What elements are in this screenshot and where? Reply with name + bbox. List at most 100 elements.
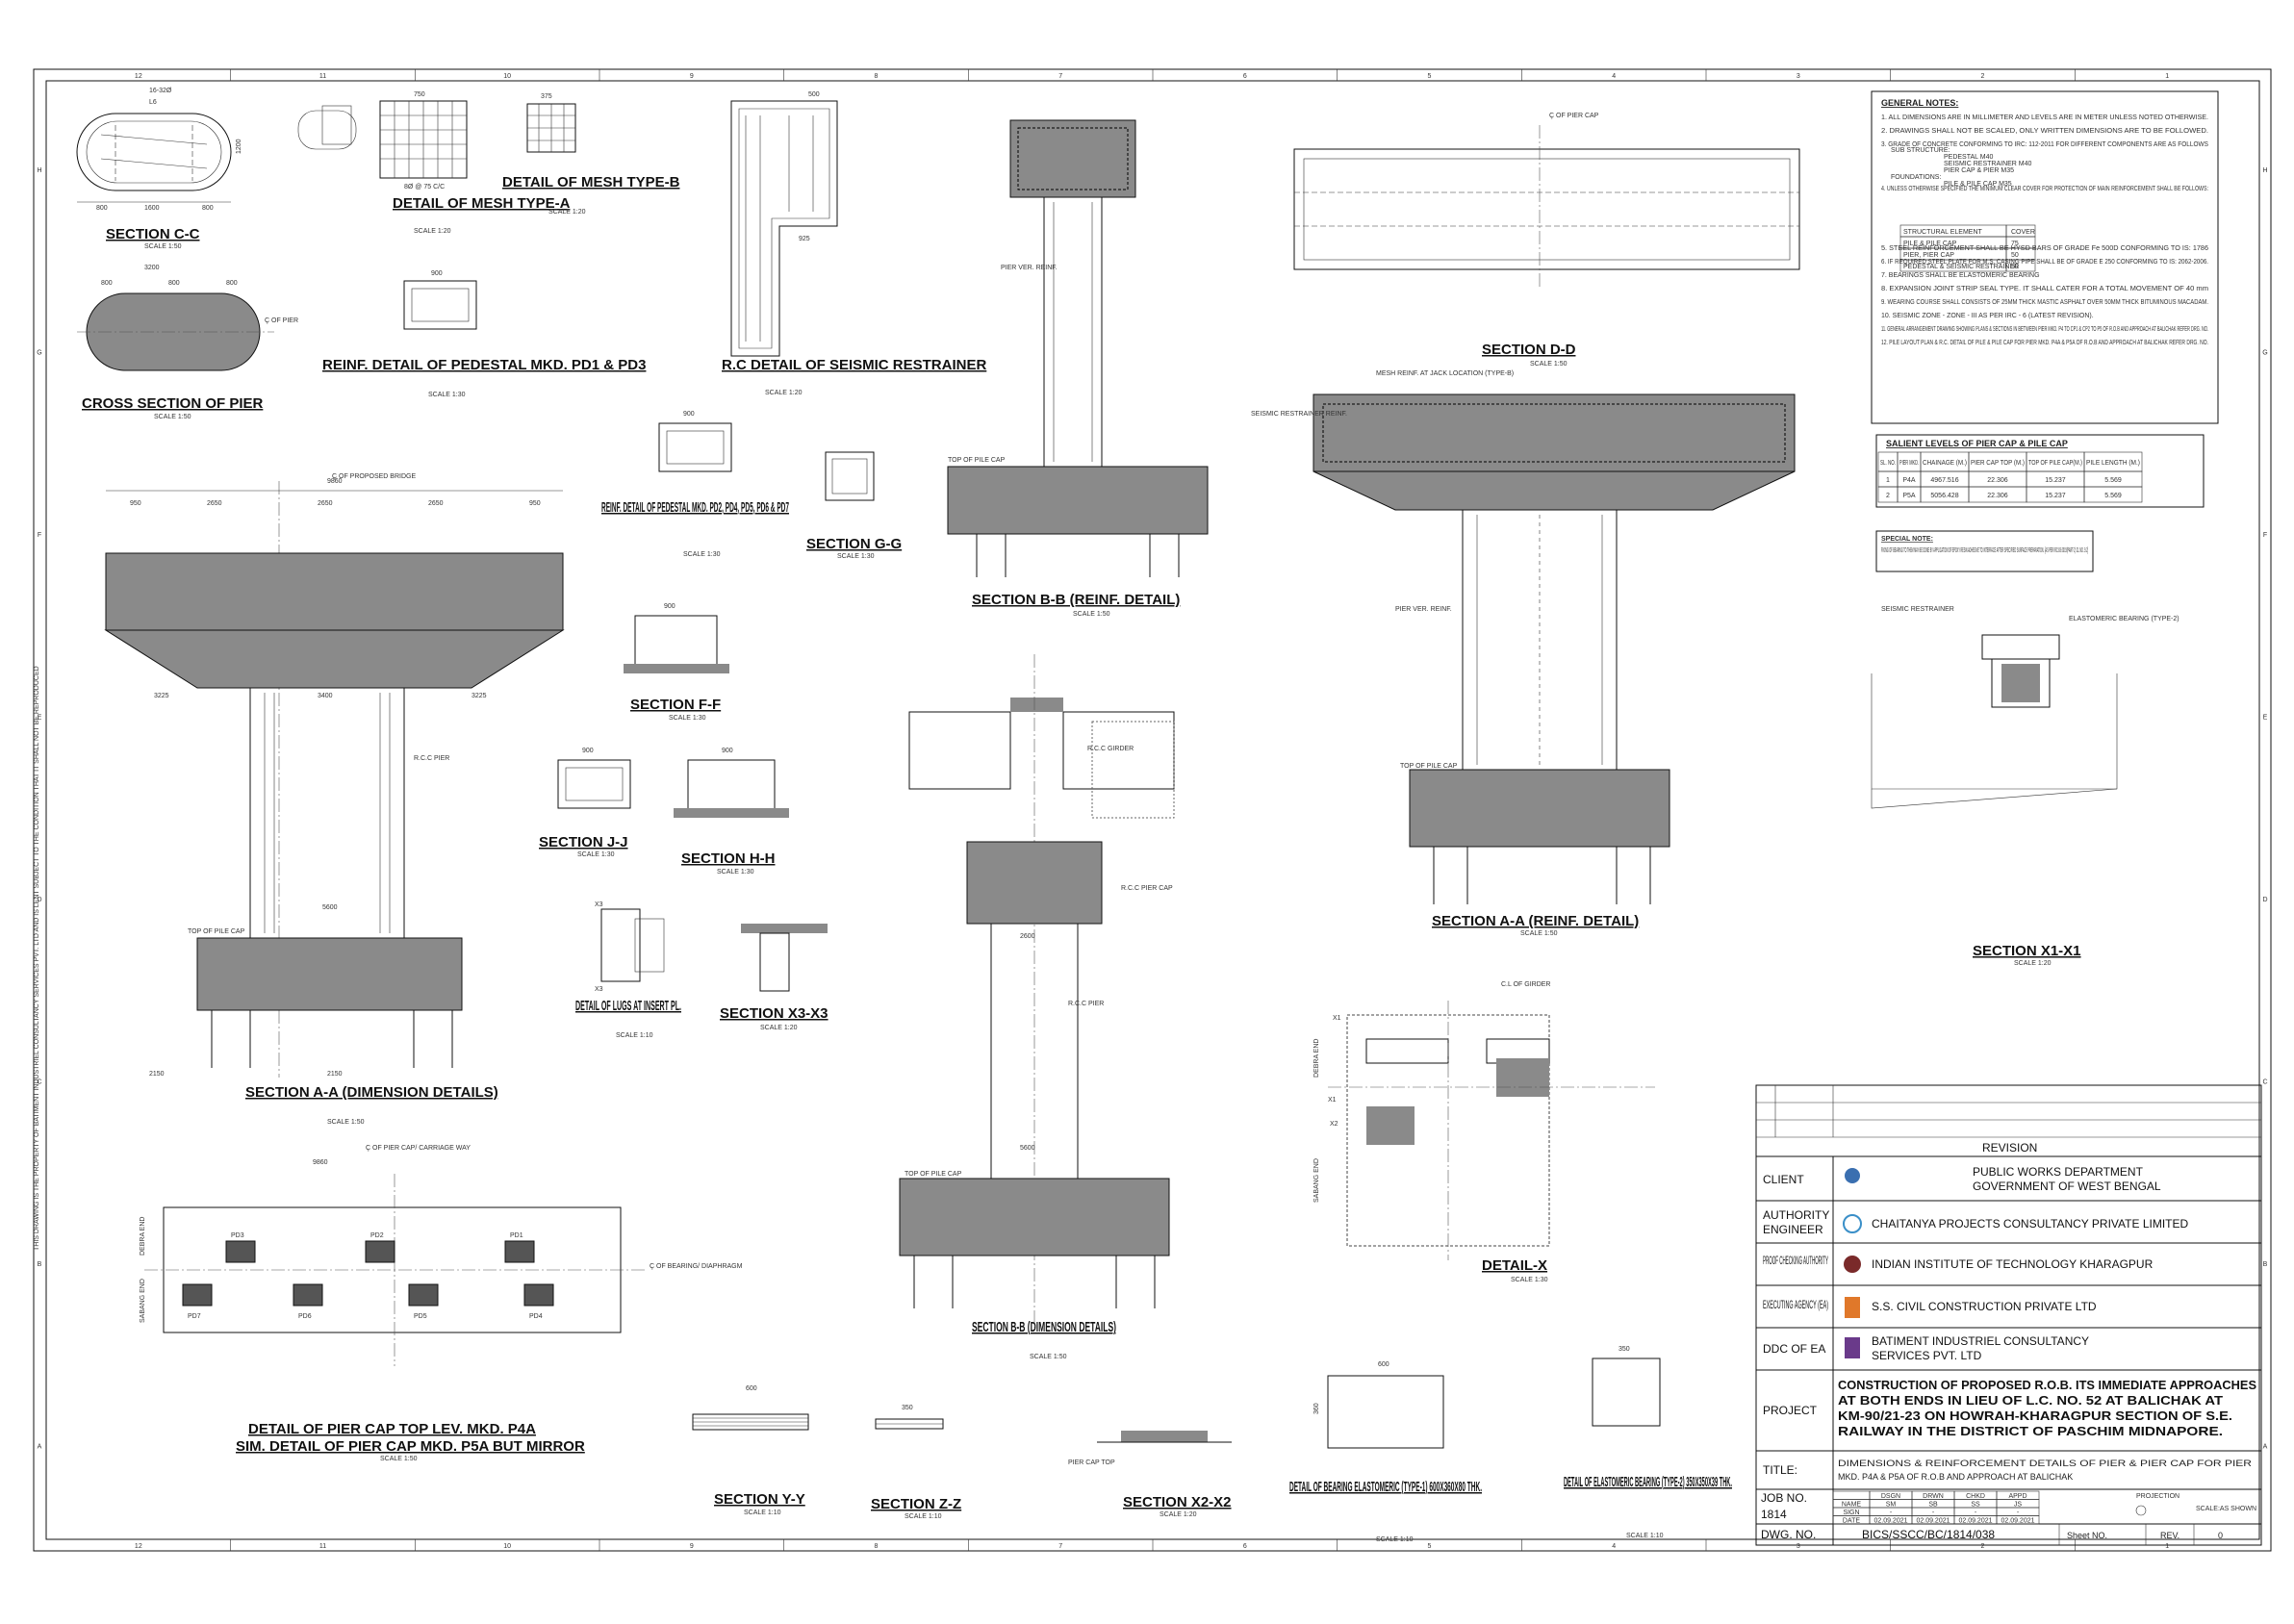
proof-value: INDIAN INSTITUTE OF TECHNOLOGY KHARAGPUR <box>1872 1257 2154 1271</box>
x2-scale: SCALE 1:20 <box>1160 1511 1197 1518</box>
mesh-a-dim-750: 750 <box>414 91 425 98</box>
pier-dim-3200: 3200 <box>144 265 160 271</box>
lugs-x3b: X3 <box>595 986 603 993</box>
grid-col-label-bottom: 9 <box>690 1543 694 1550</box>
hh-dim: 900 <box>722 748 733 754</box>
grid-col-label-top: 7 <box>1058 73 1062 80</box>
sign-cell: DSGN <box>1881 1493 1900 1500</box>
margin-note: THIS DRAWING IS THE PROPERTY OF BATIMENT… <box>34 666 40 1251</box>
pct-note-bearing: Ç OF BEARING/ DIAPHRAGM <box>650 1263 743 1270</box>
yy-dim: 600 <box>746 1385 757 1392</box>
section-bb-reinf-view: PIER VER. REINF. TOP OF PILE CAP SECTION… <box>947 119 1209 618</box>
pier-note: Ç OF PIER <box>265 317 298 324</box>
sign-cell: 02.09.2021 <box>2001 1518 2034 1525</box>
pedestal-label: PD5 <box>414 1313 427 1320</box>
aa-dim-title: SECTION A-A (DIMENSION DETAILS) <box>245 1084 498 1101</box>
pd1-title: REINF. DETAIL OF PEDESTAL MKD. PD1 & PD3 <box>322 357 646 373</box>
grid-col-label-bottom: 10 <box>503 1543 511 1550</box>
sign-cell: DRWN <box>1923 1493 1944 1500</box>
aa-dim-scale: SCALE 1:50 <box>327 1119 365 1126</box>
grid-col-label-bottom: 4 <box>1612 1543 1616 1550</box>
aa-dim-2650c: 2650 <box>428 500 444 507</box>
salient-cell: TOP OF PILE CAP(M.) <box>2028 460 2082 467</box>
revision-label: REVISION <box>1982 1141 2037 1155</box>
seismic-restrainer-view: 500 925 R.C DETAIL OF SEISMIC RESTRAINER… <box>722 91 986 396</box>
pedestal-label: PD6 <box>298 1313 312 1320</box>
rev-label: REV. <box>2160 1531 2179 1540</box>
cover-cell: COVER <box>2011 229 2035 236</box>
b1-dim-600: 600 <box>1378 1361 1389 1368</box>
ff-scale: SCALE 1:30 <box>669 715 706 722</box>
iit-logo-icon <box>1844 1256 1861 1273</box>
aa-dim-2150b: 2150 <box>327 1071 343 1078</box>
cpcpl-logo-icon <box>1843 1214 1862 1233</box>
mesh-a-title: DETAIL OF MESH TYPE-A <box>393 195 571 212</box>
sheet-border <box>33 68 2272 1552</box>
aa-reinf-title: SECTION A-A (REINF. DETAIL) <box>1432 913 1639 929</box>
pedestal-pd2-view: 900 REINF. DETAIL OF PEDESTAL MKD. PD2, … <box>601 411 789 558</box>
dx-x1a: X1 <box>1333 1015 1341 1022</box>
substructure-line: PEDESTAL M40 <box>1944 154 1993 161</box>
grid-row-label-right: A <box>2263 1443 2268 1450</box>
cover-cell: PIER, PIER CAP <box>1903 252 1954 259</box>
dd-title: SECTION D-D <box>1482 342 1576 358</box>
bb-top-pilecap: TOP OF PILE CAP <box>948 457 1006 464</box>
sign-cell: 02.09.2021 <box>1916 1518 1950 1525</box>
x1-scale: SCALE 1:20 <box>2014 960 2052 967</box>
aa-dim-2650a: 2650 <box>207 500 222 507</box>
general-note-item: 5. STEEL REINFORCEMENT SHALL BE HYSD BAR… <box>1881 245 2208 252</box>
mesh-a-scale: SCALE 1:20 <box>414 228 451 235</box>
rc-title: R.C DETAIL OF SEISMIC RESTRAINER <box>722 357 986 373</box>
b2-scale: SCALE 1:10 <box>1626 1533 1664 1539</box>
special-note-heading: SPECIAL NOTE: <box>1881 536 1933 543</box>
salient-grid: SL. NO.PIER MKD.CHAINAGE (M.)PIER CAP TO… <box>1877 451 2143 503</box>
grid-col-label-bottom: 3 <box>1797 1543 1800 1550</box>
aa-reinf-pier: PIER VER. REINF. <box>1395 606 1452 613</box>
bb-dim-5600: 5600 <box>1020 1145 1035 1152</box>
ddc-line2: SERVICES PVT. LTD <box>1872 1349 1982 1362</box>
salient-cell: 22.306 <box>1987 493 2008 499</box>
aa-reinf-scale: SCALE 1:50 <box>1520 930 1558 937</box>
pd2-scale: SCALE 1:30 <box>683 551 721 558</box>
dx-x2a: X2 <box>1330 1121 1338 1128</box>
grid-row-label-left: F <box>38 532 41 539</box>
grid-row-label-right: C <box>2262 1078 2267 1085</box>
pd2-dim: 900 <box>683 411 695 418</box>
ff-title: SECTION F-F <box>630 697 721 713</box>
grid-row-label-left: E <box>38 714 42 721</box>
section-cc-title: SECTION C-C <box>106 226 200 242</box>
grid-row-label-right: F <box>2263 532 2267 539</box>
mesh-type-a-view: 750 8Ø @ 75 C/C DETAIL OF MESH TYPE-A SC… <box>297 91 571 235</box>
section-cc-view: 16-32Ø L6 800 1600 800 1200 SECTION C-C … <box>76 88 242 250</box>
salient-cell: 5.569 <box>2104 493 2122 499</box>
dd-note: Ç OF PIER CAP <box>1549 113 1599 119</box>
cross-pier-scale: SCALE 1:50 <box>154 414 191 420</box>
section-gg-view: SECTION G-G SCALE 1:30 <box>806 451 902 560</box>
pedestal-label: PD1 <box>510 1232 523 1239</box>
job-value: 1814 <box>1761 1508 1787 1521</box>
grid-col-label-bottom: 8 <box>875 1543 879 1550</box>
salient-cell: 15.237 <box>2045 477 2066 484</box>
section-cc-scale: SCALE 1:50 <box>144 243 182 250</box>
cc-dim-l6: L6 <box>149 99 157 106</box>
bearing-type1-view: 600 360 DETAIL OF BEARING ELASTOMERIC (T… <box>1289 1361 1482 1543</box>
gg-scale: SCALE 1:30 <box>837 553 875 560</box>
section-jj-view: 900 SECTION J-J SCALE 1:30 <box>539 748 631 858</box>
ddc-label: DDC OF EA <box>1763 1342 1825 1356</box>
aa-dim-950b: 950 <box>529 500 541 507</box>
project-line2: AT BOTH ENDS IN LIEU OF L.C. NO. 52 AT B… <box>1838 1393 2223 1408</box>
ddc-line1: BATIMENT INDUSTRIEL CONSULTANCY <box>1872 1334 2089 1348</box>
section-x1-view: SEISMIC RESTRAINER ELASTOMERIC BEARING (… <box>1871 606 2179 967</box>
sign-cell: SB <box>1928 1502 1938 1509</box>
grid-col-label-top: 11 <box>319 73 326 80</box>
lugs-view: X3 X3 DETAIL OF LUGS AT INSERT PL. SCALE… <box>575 901 681 1039</box>
general-note-item: 7. BEARINGS SHALL BE ELASTOMERIC BEARING <box>1881 272 2040 279</box>
sign-cell: - <box>1975 1510 1977 1516</box>
ff-dim: 900 <box>664 603 675 610</box>
sign-cell: DATE <box>1843 1518 1860 1525</box>
general-notes-panel: GENERAL NOTES: 1. ALL DIMENSIONS ARE IN … <box>1871 90 2219 424</box>
grid-row-label-right: G <box>2262 349 2267 356</box>
sscc-logo-icon <box>1845 1297 1860 1318</box>
pedestal-label: PD4 <box>529 1313 543 1320</box>
aa-note-bridge: Ç OF PROPOSED BRIDGE <box>332 473 416 480</box>
